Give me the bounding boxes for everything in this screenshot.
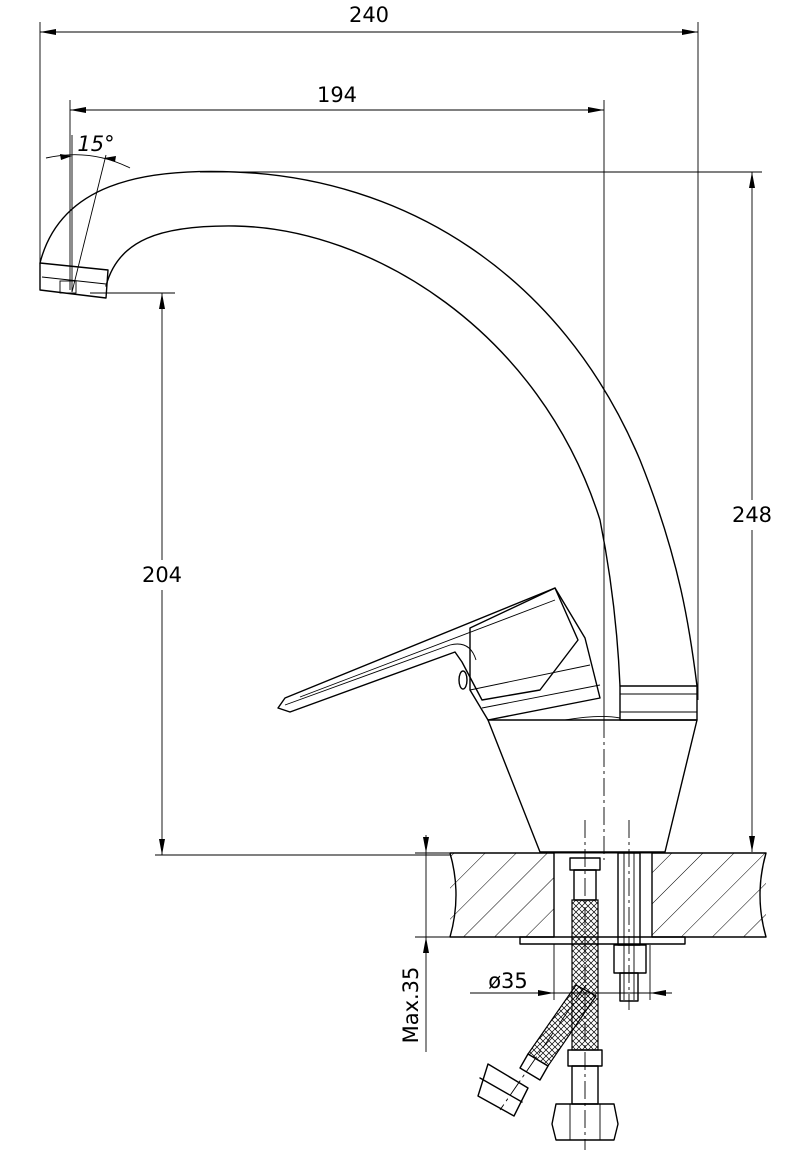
dimension-overall-height: 248 xyxy=(200,171,778,852)
dimension-label-194: 194 xyxy=(317,83,357,107)
dimension-label-max-35: Max.35 xyxy=(399,967,423,1044)
dimension-overall-width: 240 xyxy=(39,3,699,700)
mounting-stud xyxy=(613,852,647,1002)
dimension-label-204: 204 xyxy=(142,563,182,587)
dimension-spout-reach: 194 xyxy=(69,83,605,720)
dimension-max-thickness: Max.35 xyxy=(399,835,450,1052)
dimension-label-240: 240 xyxy=(349,3,389,27)
faucet-body xyxy=(469,587,698,853)
dimension-hole-diameter: ø35 xyxy=(470,944,672,1000)
dimension-label-diameter-35: ø35 xyxy=(488,969,528,993)
lever-handle xyxy=(277,587,579,713)
dimension-spout-height: 204 xyxy=(90,292,450,856)
dimension-label-15-degrees: 15° xyxy=(77,132,114,156)
spout xyxy=(39,170,698,721)
dimension-spout-angle: 15° xyxy=(45,132,131,293)
flexible-hoses xyxy=(477,720,630,1150)
countertop-section xyxy=(449,852,767,945)
dimension-label-248: 248 xyxy=(732,503,772,527)
